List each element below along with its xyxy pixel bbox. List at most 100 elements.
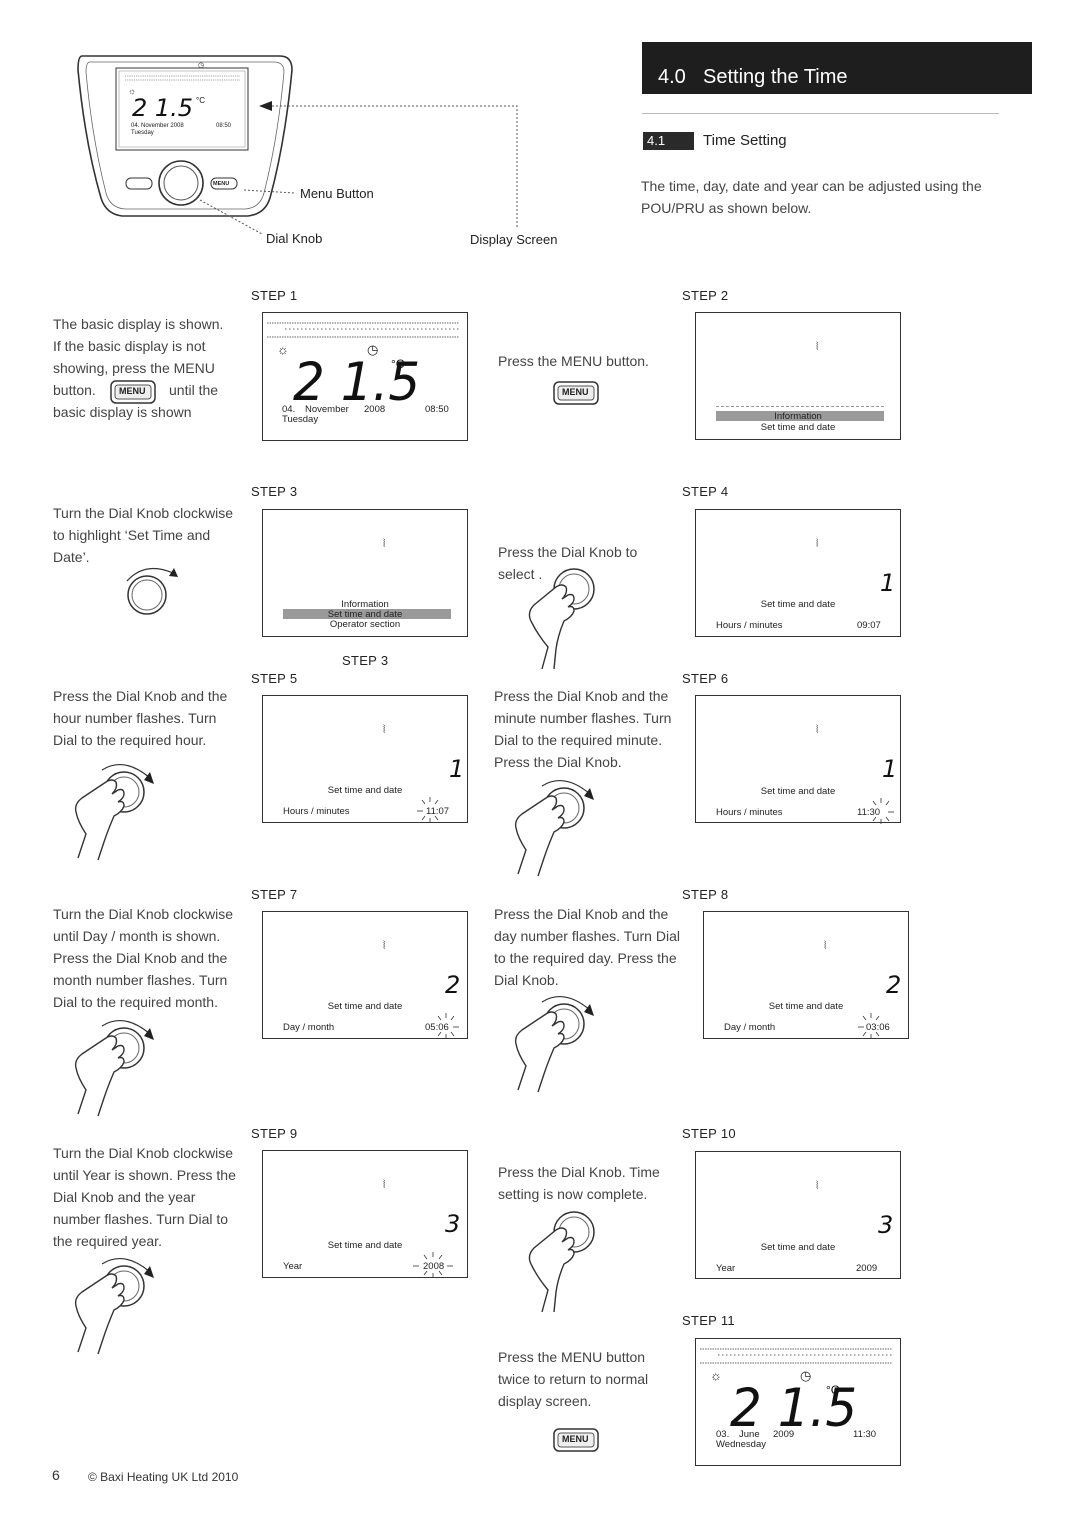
field-label: Hours / minutes — [716, 620, 783, 631]
date-year: 2009 — [773, 1429, 795, 1440]
signal-icon: ⦚ — [383, 724, 386, 736]
lcd-step-6: ⦚ 1 Set time and date Hours / minutes 11… — [695, 695, 901, 824]
hand-turn-dial-icon — [72, 1256, 162, 1356]
weekday: Tuesday — [282, 414, 319, 425]
timeline-bar — [267, 322, 459, 338]
hand-turn-dial-icon — [72, 762, 162, 862]
lcd-step-7: ⦚ 2 Set time and date Day / month 05:06 — [262, 911, 468, 1039]
menu-title: Set time and date — [760, 786, 836, 797]
subsection-number: 4.1 — [643, 132, 694, 150]
menu-title: Set time and date — [760, 599, 836, 610]
menu-item-set-time: Set time and date — [327, 609, 403, 620]
menu-number: 1 — [449, 755, 465, 783]
signal-icon: ⦚ — [816, 1180, 819, 1192]
clock-icon: ◷ — [367, 342, 379, 357]
menu-item-information: Information — [341, 599, 389, 610]
page-number: 6 — [52, 1467, 60, 1483]
subsection-title: Time Setting — [703, 132, 787, 149]
lcd-step-3: ⦚ Information Set time and date Operator… — [262, 509, 468, 637]
menu-button[interactable]: MENU — [553, 381, 599, 405]
menu-item-information: Information — [774, 411, 822, 422]
menu-title: Set time and date — [327, 785, 403, 796]
step-11-label: STEP 11 — [682, 1313, 735, 1328]
lcd-step-11: ☼ ◷ 2 1.5 °C 03. June 2009 11:30 Wednesd… — [695, 1338, 901, 1466]
menu-title: Set time and date — [768, 1001, 844, 1012]
hand-press-dial-icon — [518, 1208, 598, 1318]
step-5-label: STEP 5 — [251, 671, 298, 686]
field-value: 09:07 — [857, 620, 881, 631]
field-label: Day / month — [283, 1022, 335, 1033]
field-label: Day / month — [724, 1022, 776, 1033]
device-clock-icon: ◷ — [198, 62, 205, 69]
menu-number: 3 — [878, 1211, 894, 1239]
clock-time: 08:50 — [425, 404, 449, 415]
instruction-9: Turn the Dial Knob clockwise until Year … — [53, 1145, 236, 1249]
menu-button[interactable]: MENU — [553, 1428, 599, 1452]
device-weekday: Tuesday — [131, 130, 154, 136]
field-value-flashing: 03:06 — [866, 1022, 890, 1033]
date-day: 03. — [716, 1429, 730, 1440]
signal-icon: ⦚ — [816, 724, 819, 736]
device-sun-icon: ☼ — [128, 86, 137, 96]
lcd-step-5: ⦚ 1 Set time and date Hours / minutes 11… — [262, 695, 468, 823]
menu-title: Set time and date — [327, 1001, 403, 1012]
instruction-11: Press the MENU button twice to return to… — [498, 1349, 649, 1409]
instruction-5: Press the Dial Knob and the hour number … — [53, 688, 228, 748]
step-8-label: STEP 8 — [682, 887, 729, 902]
menu-button-label: Menu Button — [300, 186, 374, 201]
step-7-label: STEP 7 — [251, 887, 298, 902]
field-value-flashing: 2008 — [423, 1261, 445, 1272]
lcd-step-10: ⦚ 3 Set time and date Year 2009 — [695, 1151, 901, 1279]
temperature-display: 2 1.5 — [730, 1377, 858, 1439]
clock-icon: ◷ — [800, 1368, 812, 1383]
device-temp-unit: °C — [196, 96, 205, 105]
clock-time: 11:30 — [853, 1429, 877, 1440]
step-4-label: STEP 4 — [682, 484, 729, 499]
step-3-label-below: STEP 3 — [342, 653, 389, 668]
menu-number: 2 — [886, 971, 902, 999]
flash-indicator — [858, 1013, 880, 1039]
step-2-label: STEP 2 — [682, 288, 729, 303]
step-10-label: STEP 10 — [682, 1126, 736, 1141]
temperature-unit: °C — [391, 357, 405, 371]
section-header: 4.0 Setting the Time — [642, 42, 1032, 94]
field-label: Hours / minutes — [283, 806, 350, 817]
dial-knob-label: Dial Knob — [266, 231, 323, 246]
device-illustration: 2 1.5 °C 04. November 2008 08:50 Tuesday… — [70, 48, 300, 223]
date-day: 04. — [282, 404, 296, 415]
menu-number: 2 — [445, 971, 461, 999]
intro-text: The time, day, date and year can be adju… — [641, 178, 982, 216]
sun-icon: ☼ — [710, 1368, 722, 1383]
date-month: June — [739, 1429, 760, 1440]
display-screen-label: Display Screen — [470, 232, 558, 247]
signal-icon: ⦚ — [816, 538, 819, 550]
instruction-1: The basic display is shown. If the basic… — [53, 316, 224, 420]
menu-item-operator: Operator section — [329, 619, 401, 630]
device-temp: 2 1.5 — [132, 94, 194, 122]
flash-indicator — [872, 798, 894, 824]
field-value-flashing: 05:06 — [425, 1022, 449, 1033]
field-label: Year — [283, 1261, 303, 1272]
lcd-step-8: ⦚ 2 Set time and date Day / month 03:06 — [703, 911, 909, 1039]
signal-icon: ⦚ — [383, 940, 386, 952]
temperature-display: 2 1.5 — [293, 351, 421, 413]
hand-turn-dial-icon — [72, 1018, 162, 1118]
sun-icon: ☼ — [277, 342, 289, 357]
lcd-step-2: ⦚ Information Set time and date — [695, 312, 901, 440]
instruction-6: Press the Dial Knob and the minute numbe… — [494, 688, 672, 770]
menu-button[interactable]: MENU — [110, 380, 156, 404]
field-value-flashing: 11:30 — [857, 807, 881, 818]
timeline-bar — [700, 1348, 892, 1364]
step-9-label: STEP 9 — [251, 1126, 298, 1141]
hand-turn-dial-icon — [512, 994, 602, 1094]
device-date: 04. November 2008 — [131, 123, 184, 129]
hand-turn-dial-icon — [512, 778, 602, 878]
flash-indicator — [437, 1013, 459, 1039]
step-3-label: STEP 3 — [251, 484, 298, 499]
instruction-7: Turn the Dial Knob clockwise until Day /… — [53, 906, 234, 1010]
dial-knob-icon — [123, 563, 183, 618]
instruction-10: Press the Dial Knob. Time setting is now… — [498, 1164, 660, 1202]
signal-icon: ⦚ — [824, 940, 827, 952]
instruction-8: Press the Dial Knob and the day number f… — [494, 906, 680, 988]
step-1-label: STEP 1 — [251, 288, 298, 303]
